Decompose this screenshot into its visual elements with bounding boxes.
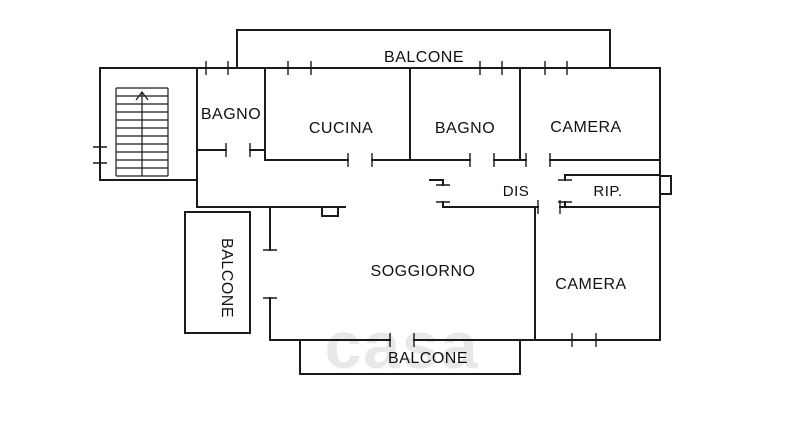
- room-label-camera-1: CAMERA: [550, 119, 621, 136]
- interior-walls-hall: [321, 174, 672, 341]
- interior-walls-top: [196, 67, 661, 161]
- room-label-bagno-2: BAGNO: [435, 120, 495, 137]
- balcony-top-railing: [236, 29, 611, 69]
- room-label-camera-2: CAMERA: [555, 276, 626, 293]
- room-label-rip: RIP.: [593, 183, 622, 200]
- door-ticks-interior: [225, 143, 572, 299]
- room-label-soggiorno: SOGGIORNO: [371, 263, 476, 280]
- room-labels: BALCONE BAGNO CUCINA BAGNO CAMERA DIS RI…: [201, 49, 626, 367]
- watermark-text: casa: [325, 308, 480, 382]
- window-ticks-left-wall: [93, 146, 107, 164]
- room-label-cucina: CUCINA: [309, 120, 373, 137]
- stairs-direction-arrow: [135, 91, 149, 176]
- staircase: [115, 87, 169, 177]
- door-ticks-bottom-wall: [389, 333, 597, 347]
- door-window-symbols: [93, 61, 597, 347]
- room-label-balcone-bottom: BALCONE: [388, 350, 468, 367]
- room-label-dis: DIS: [503, 183, 530, 200]
- room-label-bagno-1: BAGNO: [201, 106, 261, 123]
- outer-walls: [99, 67, 661, 341]
- walls: [99, 29, 672, 375]
- balcony-left-railing: [184, 211, 251, 334]
- balcony-bottom-railing: [299, 339, 521, 375]
- room-label-balcone-top: BALCONE: [384, 49, 464, 66]
- room-label-balcone-left: BALCONE: [218, 238, 235, 318]
- window-ticks-top-wall: [205, 61, 568, 75]
